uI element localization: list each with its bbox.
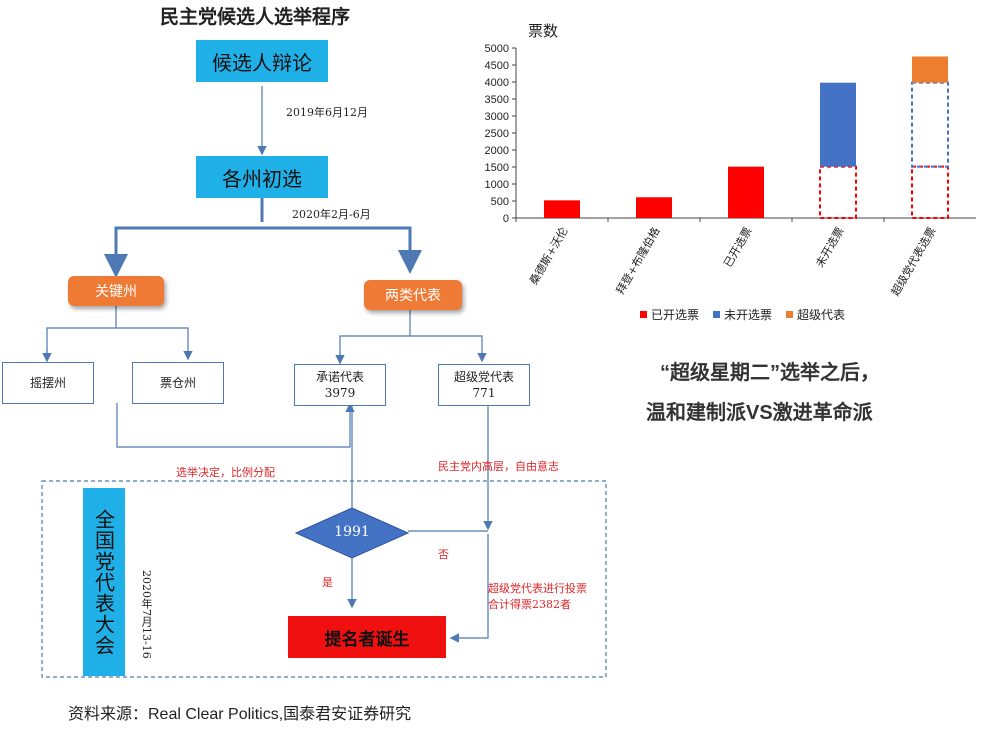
bar-uncounted bbox=[911, 81, 949, 168]
debate-label: 候选人辩论 bbox=[212, 50, 312, 75]
legend-swatch-counted bbox=[640, 311, 647, 318]
legend-swatch-super bbox=[786, 311, 794, 318]
key-states-box: 关键州 bbox=[68, 276, 164, 306]
x-tick-label: 已开选票 bbox=[721, 225, 754, 270]
legend-swatch-uncounted bbox=[713, 311, 721, 318]
no-label: 否 bbox=[438, 548, 449, 561]
y-tick-label: 500 bbox=[491, 196, 509, 208]
legend-label-counted: 已开选票 bbox=[651, 308, 700, 322]
super-vote-note-1: 超级党代表进行投票 bbox=[488, 582, 587, 595]
bar-counted bbox=[544, 200, 580, 218]
super-box: 超级党代表 771 bbox=[438, 364, 530, 406]
y-tick-label: 3500 bbox=[485, 94, 509, 106]
debate-box: 候选人辩论 bbox=[196, 40, 328, 82]
y-tick-label: 3000 bbox=[485, 111, 509, 123]
bar-counted bbox=[636, 197, 672, 218]
chart-legend: 已开选票 未开选票 超级代表 bbox=[640, 306, 845, 323]
x-tick-label: 拜登+布隆伯格 bbox=[613, 225, 663, 297]
source-note: 资料来源：Real Clear Politics,国泰君安证券研究 bbox=[68, 706, 412, 723]
y-tick-label: 1500 bbox=[485, 162, 509, 174]
super-vote-note-2: 合计得票2382者 bbox=[488, 598, 571, 611]
primaries-box: 各州初选 bbox=[196, 156, 328, 198]
convention-date: 2020年7月13-16 bbox=[140, 570, 153, 659]
safe-states-label: 票仓州 bbox=[159, 376, 196, 390]
legend-label-super: 超级代表 bbox=[797, 308, 846, 322]
two-types-box: 两类代表 bbox=[364, 280, 462, 310]
note-party: 民主党内高层，自由意志 bbox=[438, 460, 559, 473]
legend-label-uncounted: 未开选票 bbox=[724, 308, 773, 322]
y-tick-label: 5000 bbox=[485, 43, 509, 55]
threshold-diamond bbox=[294, 507, 410, 559]
x-tick-label: 超级党代表选票 bbox=[888, 225, 939, 299]
nominee-box: 提名者诞生 bbox=[288, 616, 446, 658]
super-label: 超级党代表 bbox=[453, 370, 514, 384]
bar-uncounted bbox=[820, 82, 856, 167]
note-election: 选举决定，比例分配 bbox=[176, 466, 275, 479]
y-tick-label: 0 bbox=[503, 213, 509, 225]
y-tick-label: 4000 bbox=[485, 77, 509, 89]
convention-label: 全国党代表大会 bbox=[91, 508, 116, 656]
nominee-label: 提名者诞生 bbox=[324, 629, 410, 650]
super-count: 771 bbox=[472, 386, 496, 400]
legend-item-uncounted: 未开选票 bbox=[713, 306, 772, 323]
bar-counted bbox=[728, 166, 764, 218]
bar-counted bbox=[911, 165, 949, 220]
bar-super bbox=[912, 56, 948, 83]
legend-item-super: 超级代表 bbox=[786, 306, 845, 323]
primaries-date: 2020年2月-6月 bbox=[292, 208, 371, 221]
primaries-label: 各州初选 bbox=[222, 166, 302, 191]
y-tick-label: 2500 bbox=[485, 128, 509, 140]
pledged-box: 承诺代表 3979 bbox=[294, 364, 386, 406]
y-tick-label: 2000 bbox=[485, 145, 509, 157]
swing-states-box: 摇摆州 bbox=[2, 362, 94, 404]
threshold-value: 1991 bbox=[334, 524, 370, 540]
bar-counted bbox=[819, 165, 857, 220]
chart-title: 票数 bbox=[528, 22, 559, 40]
vote-chart: 0 500 1000 1500 2000 2500 3000 3500 4000 4500 5000… bbox=[485, 43, 976, 299]
convention-box: 全国党代表大会 bbox=[83, 488, 125, 676]
debate-date: 2019年6月12月 bbox=[286, 106, 368, 119]
x-tick-label: 桑德斯+沃伦 bbox=[526, 225, 570, 288]
key-states-label: 关键州 bbox=[95, 284, 137, 300]
swing-states-label: 摇摆州 bbox=[29, 376, 66, 390]
yes-label: 是 bbox=[322, 576, 333, 589]
y-tick-label: 4500 bbox=[485, 60, 509, 72]
pledged-count: 3979 bbox=[324, 386, 356, 400]
legend-item-counted: 已开选票 bbox=[640, 306, 699, 323]
headline-line-2: 温和建制派VS激进革命派 bbox=[646, 402, 873, 424]
y-tick-label: 1000 bbox=[485, 179, 509, 191]
headline-line-1: “超级星期二”选举之后， bbox=[660, 362, 880, 384]
two-types-label: 两类代表 bbox=[385, 288, 441, 304]
pledged-label: 承诺代表 bbox=[315, 370, 364, 384]
x-tick-label: 未开选票 bbox=[813, 225, 846, 270]
flow-title: 民主党候选人选举程序 bbox=[159, 6, 350, 28]
safe-states-box: 票仓州 bbox=[132, 362, 224, 404]
